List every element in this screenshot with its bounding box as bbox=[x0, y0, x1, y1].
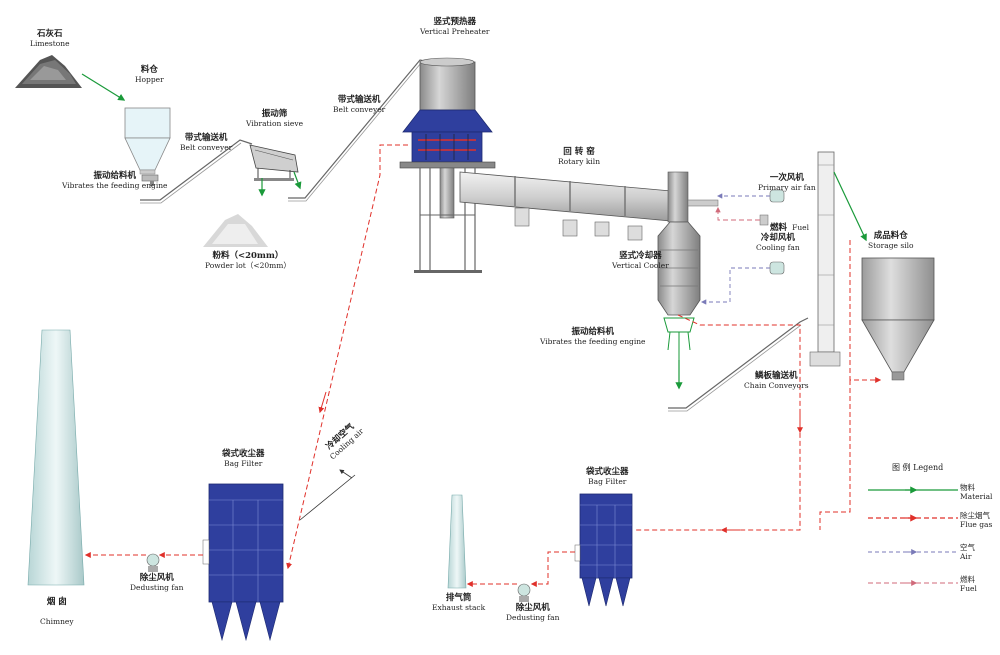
hopper bbox=[124, 107, 171, 175]
chain-conveyor bbox=[668, 317, 809, 409]
exhaust-stack bbox=[447, 494, 467, 589]
vibrating-feeder-2 bbox=[663, 317, 695, 360]
legend-swatches bbox=[868, 486, 958, 586]
dedusting-fan-2 bbox=[517, 583, 531, 602]
belt-conveyor-1 bbox=[140, 139, 253, 201]
dedusting-fan-1 bbox=[146, 553, 160, 572]
limestone-pile bbox=[15, 55, 82, 88]
bag-filter-1 bbox=[202, 483, 284, 642]
vertical-cooler bbox=[657, 221, 701, 316]
vibrating-feeder-1 bbox=[141, 174, 159, 186]
chimney bbox=[27, 329, 85, 586]
label-powder-lot: 粉料（<20mm）Powder lot（<20mm） bbox=[205, 251, 291, 270]
cooling-fan-icon bbox=[769, 261, 785, 275]
powder-pile bbox=[203, 214, 268, 247]
bag-filter-2 bbox=[574, 493, 633, 607]
label-fuel: 燃料 Fuel bbox=[770, 223, 809, 233]
storage-silo bbox=[861, 257, 935, 381]
bucket-elevator bbox=[809, 151, 841, 367]
kiln-head bbox=[667, 171, 719, 223]
rotary-kiln bbox=[459, 171, 683, 241]
fuel-icon bbox=[759, 214, 769, 226]
legend-title: 图 例 Legend bbox=[892, 463, 944, 472]
vibration-sieve bbox=[249, 144, 299, 181]
vertical-preheater bbox=[399, 57, 496, 273]
